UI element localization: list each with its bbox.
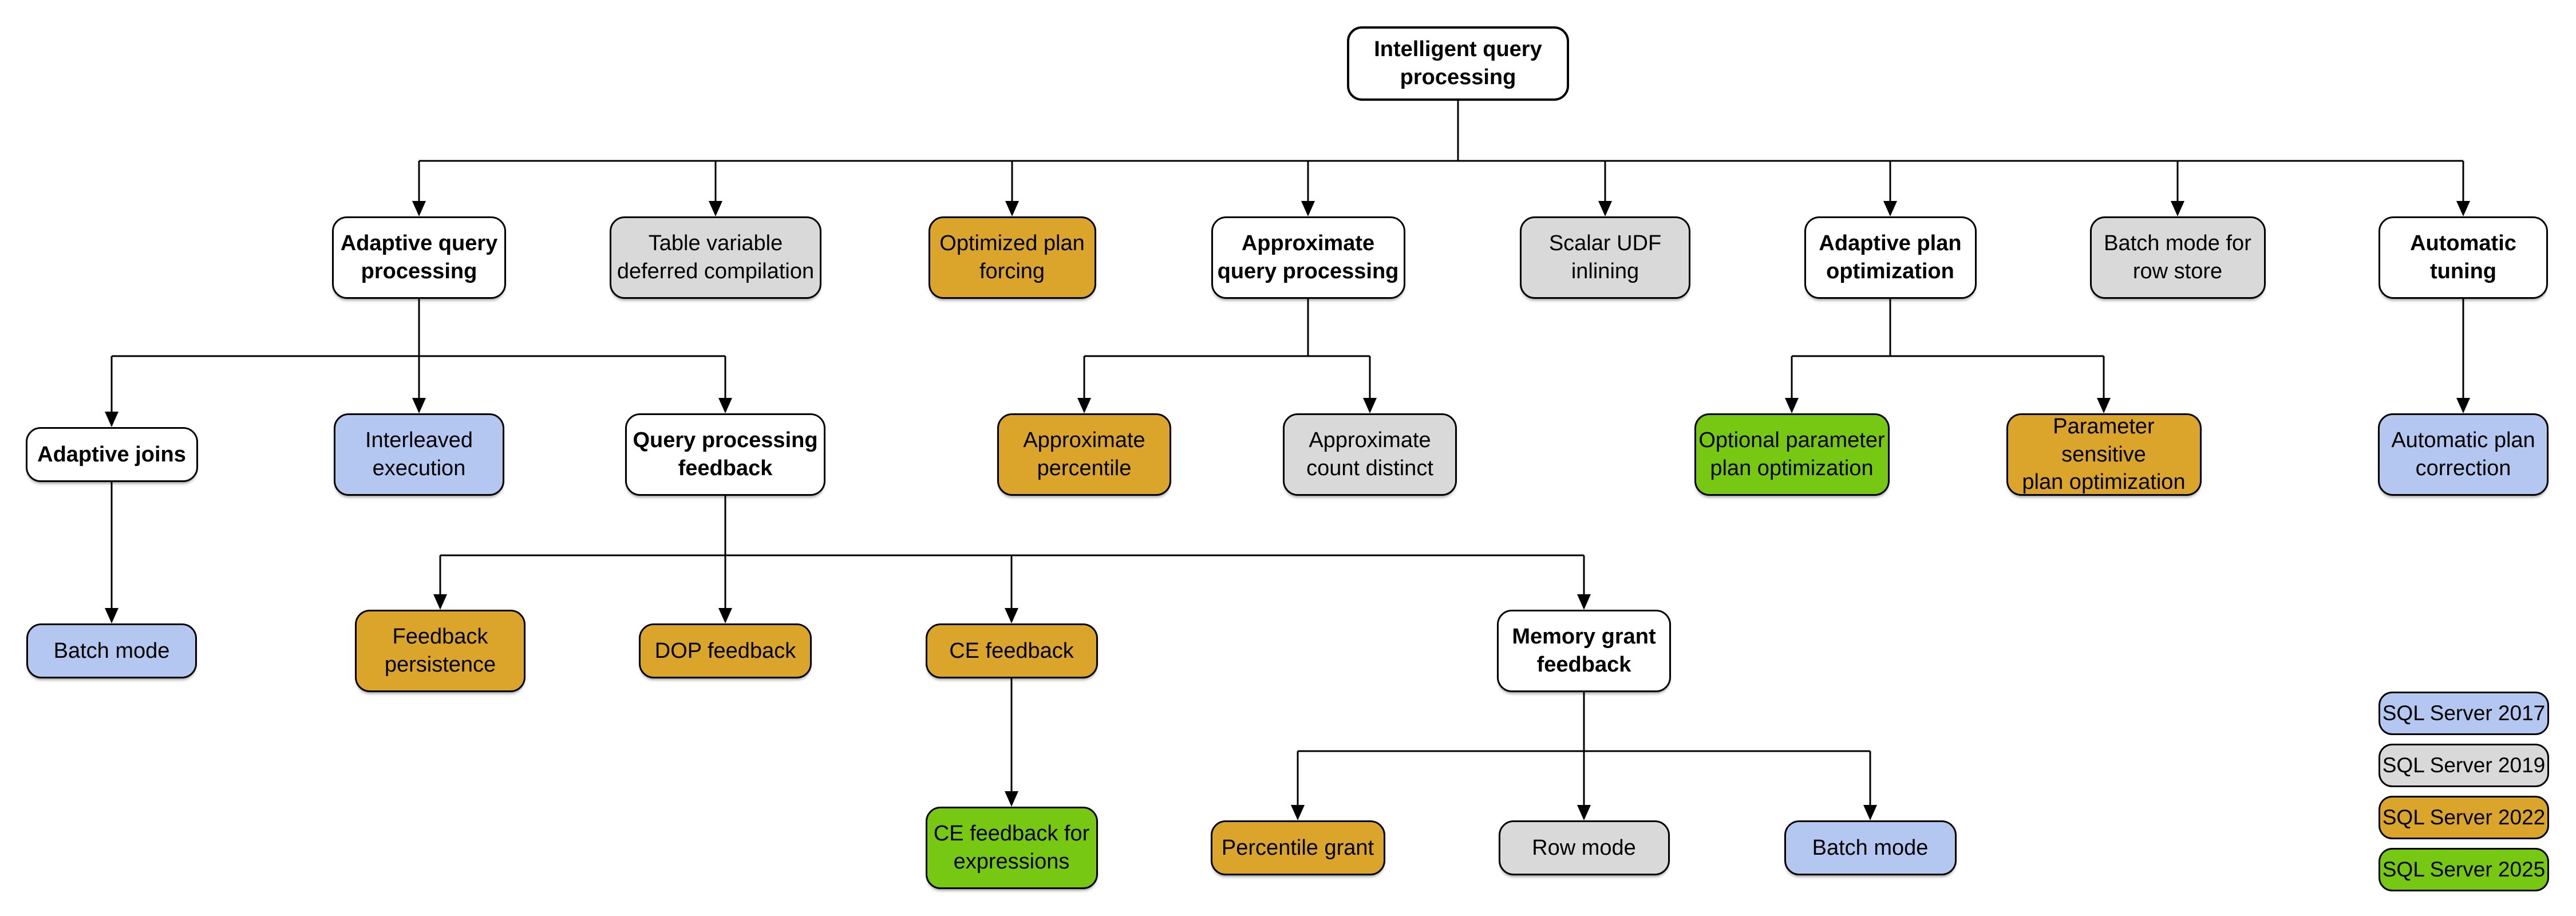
arrowhead-icon (718, 398, 732, 413)
arrowhead-icon (433, 594, 447, 610)
node-intelligent-query-processing: Intelligent query processing (1347, 26, 1569, 101)
node-percentile-grant: Percentile grant (1210, 820, 1385, 875)
node-table-variable-deferred-compilation: Table variable deferred compilation (610, 216, 821, 299)
arrowhead-icon (412, 398, 426, 413)
arrowhead-icon (1883, 201, 1897, 216)
node-approximate-count-distinct: Approximate count distinct (1283, 413, 1457, 496)
arrowhead-icon (1301, 201, 1315, 216)
legend-item-sql-server-2022: SQL Server 2022 (2379, 796, 2549, 839)
node-batch-mode-adaptive-joins: Batch mode (26, 623, 197, 678)
arrowhead-icon (718, 608, 732, 623)
arrowhead-icon (1863, 805, 1877, 820)
node-feedback-persistence: Feedback persistence (355, 610, 526, 692)
node-query-processing-feedback: Query processing feedback (625, 413, 825, 496)
arrowhead-icon (1005, 201, 1019, 216)
node-memory-grant-feedback: Memory grant feedback (1497, 610, 1671, 692)
arrowhead-icon (1005, 791, 1018, 807)
node-ce-feedback: CE feedback (925, 623, 1098, 678)
node-parameter-sensitive-plan-optimization: Parameter sensitive plan optimization (2006, 413, 2202, 496)
node-adaptive-query-processing: Adaptive query processing (332, 216, 506, 299)
node-batch-mode-memory-grant: Batch mode (1784, 820, 1957, 875)
node-approximate-query-processing: Approximate query processing (1211, 216, 1405, 299)
arrowhead-icon (1785, 398, 1799, 413)
arrowhead-icon (1291, 805, 1305, 820)
legend-item-sql-server-2025: SQL Server 2025 (2379, 848, 2549, 891)
arrowhead-icon (1363, 398, 1377, 413)
arrowhead-icon (2456, 201, 2470, 216)
arrowhead-icon (1577, 594, 1591, 610)
node-adaptive-joins: Adaptive joins (25, 427, 198, 482)
node-ce-feedback-for-expressions: CE feedback for expressions (925, 807, 1098, 889)
node-dop-feedback: DOP feedback (639, 623, 812, 678)
node-batch-mode-for-row-store: Batch mode for row store (2089, 216, 2266, 299)
node-interleaved-execution: Interleaved execution (334, 413, 504, 496)
node-scalar-udf-inlining: Scalar UDF inlining (1520, 216, 1690, 299)
legend-item-sql-server-2019: SQL Server 2019 (2379, 744, 2549, 787)
node-row-mode: Row mode (1498, 820, 1670, 875)
arrowhead-icon (2097, 398, 2111, 413)
arrowhead-icon (105, 412, 118, 427)
node-optimized-plan-forcing: Optimized plan forcing (928, 216, 1096, 299)
arrowhead-icon (105, 608, 118, 623)
arrowhead-icon (1577, 805, 1591, 820)
arrowhead-icon (412, 201, 426, 216)
arrowhead-icon (2171, 201, 2184, 216)
arrowhead-icon (709, 201, 722, 216)
node-approximate-percentile: Approximate percentile (997, 413, 1171, 496)
node-adaptive-plan-optimization: Adaptive plan optimization (1804, 216, 1977, 299)
node-automatic-plan-correction: Automatic plan correction (2378, 413, 2549, 496)
arrowhead-icon (1077, 398, 1091, 413)
node-automatic-tuning: Automatic tuning (2379, 216, 2548, 299)
arrowhead-icon (1598, 201, 1612, 216)
arrowhead-icon (1005, 608, 1018, 623)
arrowhead-icon (2456, 398, 2470, 413)
node-optional-parameter-plan-optimization: Optional parameter plan optimization (1694, 413, 1890, 496)
legend-item-sql-server-2017: SQL Server 2017 (2379, 692, 2549, 735)
